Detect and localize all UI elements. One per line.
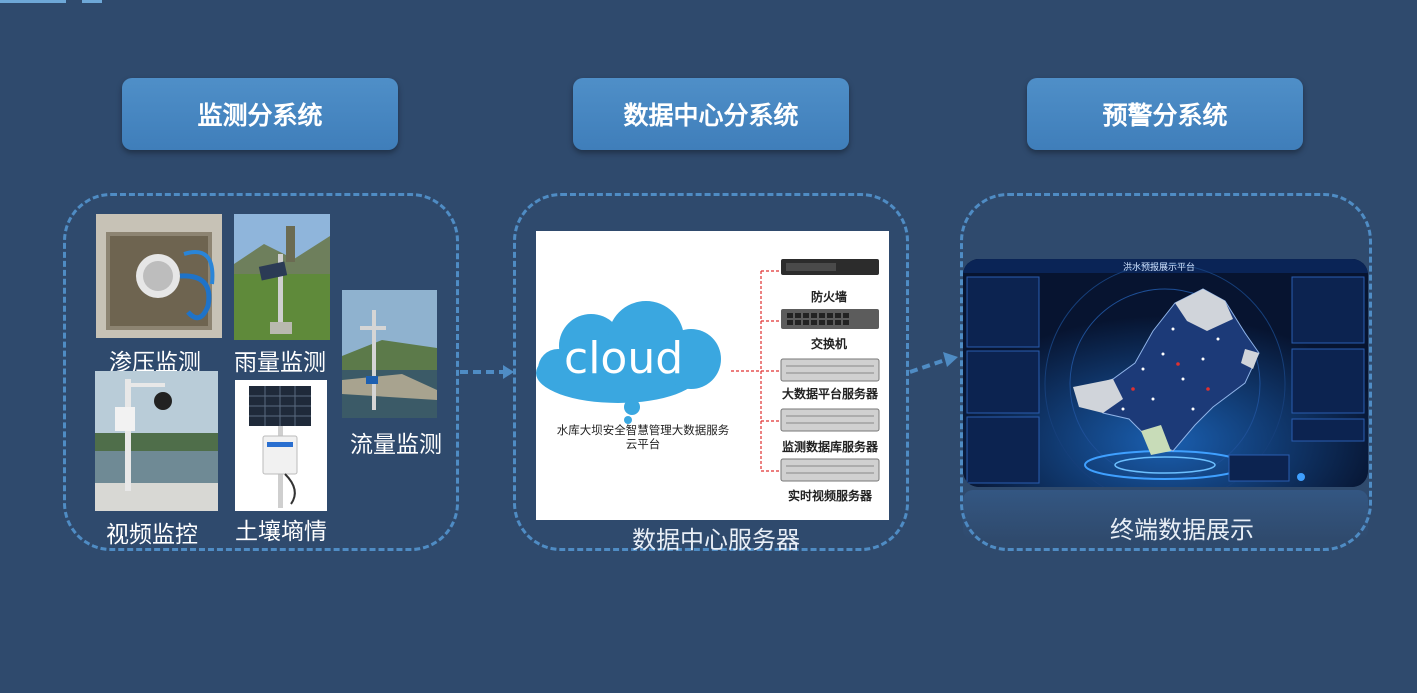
monitor-group-box: [63, 193, 459, 551]
database-server-label: 监测数据库服务器: [782, 440, 879, 454]
monitor-subsystem-title: 监测分系统: [197, 101, 323, 130]
cloud-icon: [536, 301, 721, 424]
database-server-icon: [780, 408, 880, 432]
bigdata-server-label: 大数据平台服务器: [782, 387, 879, 401]
cloud-caption-line1: 水库大坝安全智慧管理大数据服务: [556, 423, 730, 437]
datacenter-group-box: [513, 193, 909, 551]
bigdata-server-icon: [780, 358, 880, 382]
cloud-platform-caption: 水库大坝安全智慧管理大数据服务 云平台: [538, 423, 748, 451]
arrow-monitor-to-datacenter: [460, 365, 514, 379]
flow-station-photo: [342, 290, 437, 418]
server-architecture-panel: cloud 水库大坝安全智慧管理大数据服务 云平台 防火墙 交换机 大数据平台服…: [536, 231, 889, 520]
connector-lines: [731, 270, 781, 472]
firewall-icon: [781, 259, 879, 275]
warning-group-box: [960, 193, 1372, 551]
flood-forecast-dashboard: 洪水预报展示平台: [963, 259, 1368, 487]
switch-icon: [781, 309, 879, 329]
monitor-subsystem-header[interactable]: 监测分系统: [122, 78, 398, 150]
dashboard-title: 洪水预报展示平台: [1123, 263, 1196, 273]
video-camera-photo: [95, 371, 218, 511]
flow-caption: 流量监测: [350, 432, 442, 458]
cloud-caption-line2: 云平台: [625, 437, 661, 451]
soil-moisture-photo: [235, 380, 327, 511]
dashboard-left-panels: [966, 276, 1040, 484]
warning-subsystem-header[interactable]: 预警分系统: [1027, 78, 1303, 150]
dashboard-reflection: [963, 490, 1368, 540]
region-map-shape: [1073, 288, 1260, 455]
rainfall-caption: 雨量监测: [234, 350, 326, 376]
corner-accent: [0, 0, 66, 3]
cloud-word: cloud: [564, 333, 684, 384]
video-server-icon: [780, 458, 880, 482]
video-caption: 视频监控: [106, 522, 198, 548]
soil-caption: 土壤墒情: [235, 519, 327, 545]
corner-accent-small: [82, 0, 102, 3]
firewall-label: 防火墙: [811, 290, 848, 304]
rainfall-station-photo: [234, 214, 330, 340]
datacenter-caption: 数据中心服务器: [632, 526, 800, 554]
terminal-display-caption: 终端数据展示: [1110, 516, 1254, 544]
seepage-sensor-photo: [96, 214, 222, 338]
datacenter-subsystem-title: 数据中心分系统: [623, 101, 799, 130]
warning-subsystem-title: 预警分系统: [1102, 101, 1228, 130]
switch-label: 交换机: [811, 337, 848, 351]
station-markers: [1121, 327, 1220, 411]
video-server-label: 实时视频服务器: [788, 489, 873, 503]
arrow-datacenter-to-warning: [909, 352, 958, 374]
datacenter-subsystem-header[interactable]: 数据中心分系统: [573, 78, 849, 150]
dashboard-right-panels: [1291, 276, 1365, 442]
